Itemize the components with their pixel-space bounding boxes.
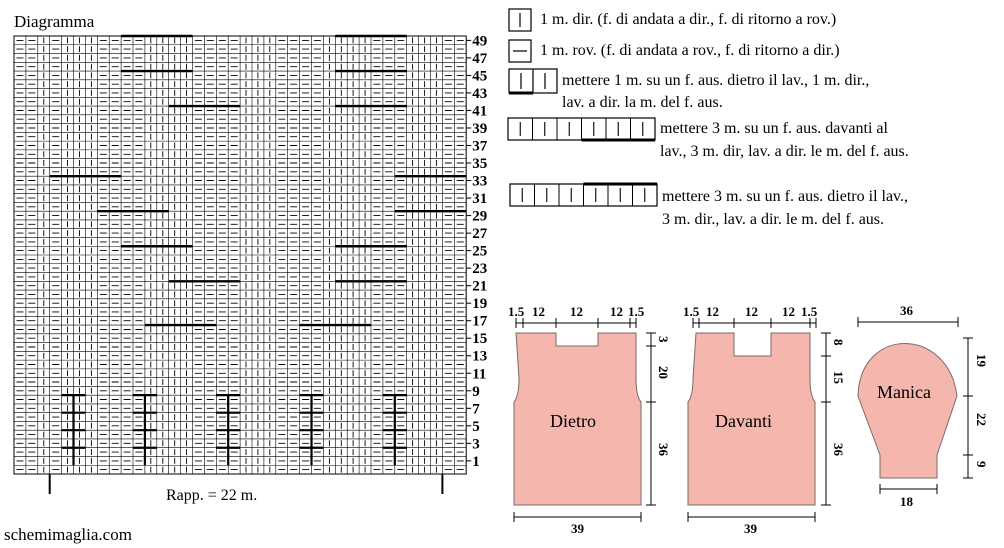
stitch-chart — [13, 34, 467, 494]
davanti-right-dim-2: 15 — [831, 371, 846, 385]
legend-cross-symbol — [508, 68, 558, 95]
legend-cable-back-text-2: 3 m. dir., lav. a dir. le m. del f. aus. — [662, 211, 885, 228]
legend-cross-text-2: lav. a dir. la m. del f. aus. — [562, 94, 723, 111]
row-label: 29 — [472, 209, 487, 225]
davanti-piece — [687, 332, 816, 506]
davanti-right-dim-3: 36 — [831, 443, 846, 457]
dietro-schematic: 1.5 12 12 12 1.5 3 20 36 39 Dietro — [508, 304, 671, 536]
dietro-top-dim-3: 12 — [570, 304, 583, 319]
row-label: 3 — [472, 436, 480, 452]
manica-bottom-dim: 18 — [900, 494, 914, 509]
manica-right-dim-1: 19 — [974, 354, 989, 368]
dietro-right-dim-2: 20 — [656, 366, 671, 379]
legend-cable-back-symbol — [509, 182, 658, 207]
row-label: 39 — [472, 121, 487, 137]
legend-cross-text-1: mettere 1 m. su un f. aus. dietro il lav… — [562, 72, 870, 89]
manica-label: Manica — [877, 382, 931, 402]
row-labels: 4947454341393735333129272523211917151311… — [466, 33, 488, 470]
row-label: 25 — [472, 244, 487, 260]
legend-cable-back-text-1: mettere 3 m. su un f. aus. dietro il lav… — [662, 188, 909, 205]
row-label: 49 — [472, 33, 487, 49]
repeat-label: Rapp. = 22 m. — [166, 487, 258, 504]
row-label: 5 — [472, 419, 480, 435]
row-label: 17 — [472, 314, 488, 330]
dietro-right-dim-3: 36 — [656, 443, 671, 457]
row-label: 43 — [472, 86, 487, 102]
davanti-top-dim-4: 12 — [782, 304, 795, 319]
row-label: 23 — [472, 261, 487, 277]
legend-knit-text: 1 m. dir. (f. di andata a dir., f. di ri… — [540, 11, 837, 28]
dietro-top-dim-2: 12 — [532, 304, 545, 319]
row-label: 31 — [472, 191, 487, 207]
row-label: 19 — [472, 296, 487, 312]
chart-title: Diagramma — [14, 12, 95, 31]
manica-right-dim-3: 9 — [974, 461, 989, 468]
davanti-schematic: 1.5 12 12 12 1.5 8 15 36 39 Davanti — [683, 304, 846, 536]
davanti-top-dim-2: 12 — [706, 304, 719, 319]
dietro-right-dim-1: 3 — [656, 336, 671, 343]
davanti-top-dim-3: 12 — [745, 304, 758, 319]
davanti-bottom-dim: 39 — [744, 521, 758, 536]
legend-knit-symbol — [508, 8, 532, 32]
dietro-bottom-dim: 39 — [571, 521, 585, 536]
row-label: 45 — [472, 68, 487, 84]
row-label: 1 — [472, 454, 480, 470]
row-label: 37 — [472, 139, 488, 155]
row-label: 11 — [472, 366, 486, 382]
dietro-piece — [513, 332, 642, 506]
row-label: 13 — [472, 349, 487, 365]
row-label: 21 — [472, 279, 487, 295]
davanti-right-dim-1: 8 — [831, 339, 846, 346]
manica-right-dim-2: 22 — [974, 413, 989, 426]
footer-site: schemimaglia.com — [4, 525, 132, 544]
davanti-top-dim-1: 1.5 — [683, 304, 700, 319]
row-label: 7 — [472, 401, 480, 417]
manica-piece — [857, 343, 958, 479]
dietro-top-dim-5: 1.5 — [628, 304, 645, 319]
manica-top-dim: 36 — [900, 303, 914, 318]
davanti-top-dim-5: 1.5 — [801, 304, 818, 319]
legend-cable-front-text-2: lav., 3 m. dir, lav. a dir. le m. del f.… — [660, 143, 909, 160]
manica-schematic: 36 19 22 9 18 Manica — [857, 303, 989, 509]
dietro-top-dim-1: 1.5 — [508, 304, 525, 319]
davanti-label: Davanti — [715, 411, 772, 431]
row-label: 27 — [472, 226, 488, 242]
row-label: 15 — [472, 331, 487, 347]
legend-purl-text: 1 m. rov. (f. di andata a rov., f. di ri… — [540, 42, 840, 59]
row-label: 33 — [472, 174, 487, 190]
dietro-top-dim-4: 12 — [610, 304, 623, 319]
row-label: 47 — [472, 51, 488, 67]
row-label: 35 — [472, 156, 487, 172]
row-label: 41 — [472, 104, 487, 120]
legend-purl-symbol — [508, 39, 532, 63]
legend-cable-front-text-1: mettere 3 m. su un f. aus. davanti al — [660, 120, 888, 137]
dietro-label: Dietro — [550, 411, 596, 431]
legend-cable-front-symbol — [507, 117, 656, 142]
row-label: 9 — [472, 384, 480, 400]
